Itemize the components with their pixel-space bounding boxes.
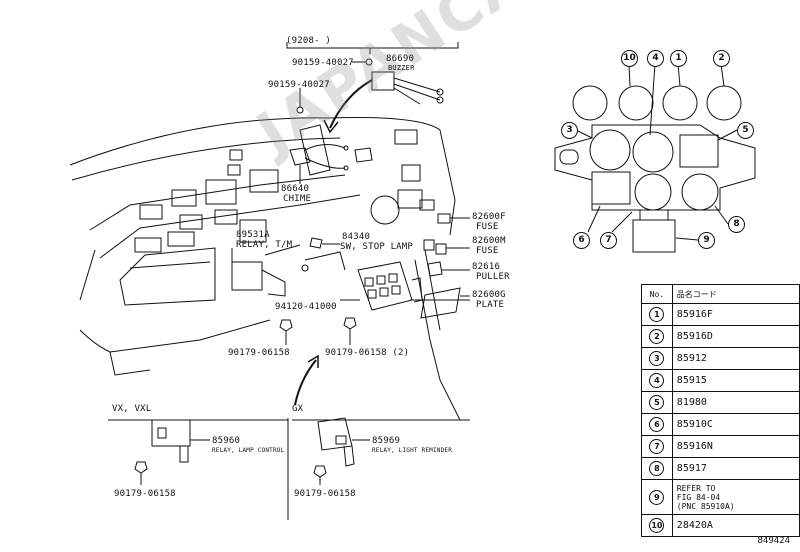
label-fuse-m-no: 82600M (472, 236, 506, 246)
row-code: 85912 (671, 347, 800, 370)
row-code: 85916F (671, 303, 800, 326)
screw-top (365, 58, 373, 66)
label-fuse-f-name: FUSE (476, 222, 499, 232)
row-number: 8 (649, 461, 665, 476)
callout-5: 5 (737, 122, 754, 139)
label-relay-tm-name: RELAY, T/M (236, 240, 293, 250)
callout-8: 8 (728, 216, 745, 233)
row-code: 81980 (671, 391, 800, 414)
table-row: 5 81980 (641, 391, 800, 414)
label-buzzer-name: BUZZER (388, 64, 415, 72)
row-number: 2 (649, 329, 665, 344)
callout-3: 3 (561, 122, 578, 139)
label-chime-no: 86640 (281, 184, 310, 194)
table-row: 9 REFER TO FIG 84-04 (PNC 85910A) (641, 479, 800, 515)
row-code: REFER TO FIG 84-04 (PNC 85910A) (671, 479, 800, 515)
table-row: 10 28420A (641, 514, 800, 537)
label-nut-right: 90179-06158 (2) (325, 348, 410, 358)
label-plate-no: 82600G (472, 290, 506, 300)
parts-table: No. 品名コード 1 85916F 2 85916D 3 85912 4 85… (641, 284, 800, 537)
nut-left (279, 319, 293, 332)
callout-1: 1 (670, 50, 687, 67)
table-row: 4 85915 (641, 369, 800, 392)
fuse-plate (420, 287, 461, 319)
relay-tm-part (231, 261, 286, 297)
label-stop-lamp-no: 84340 (342, 232, 371, 242)
instrument-panel-outline (69, 117, 461, 421)
row-code: 85916D (671, 325, 800, 348)
row-code: 28420A (671, 514, 800, 537)
row-code: 85910C (671, 413, 800, 436)
range-bracket (286, 42, 459, 49)
relay-light-reminder-part (317, 417, 355, 467)
label-nut-vx: 90179-06158 (114, 489, 176, 499)
nut-gx (313, 465, 327, 478)
nut-vx (134, 461, 148, 474)
label-buzzer-no: 86690 (386, 54, 415, 64)
row-code: 85916N (671, 435, 800, 458)
row-code: 85915 (671, 369, 800, 392)
table-row: 3 85912 (641, 347, 800, 370)
row-code: 85917 (671, 457, 800, 480)
row-number: 3 (649, 351, 665, 366)
callout-4: 4 (647, 50, 664, 67)
diagram-code: 849424 (757, 536, 790, 546)
label-variant-gx: GX (292, 404, 304, 414)
header-code: 品名コード (671, 284, 800, 304)
label-nut-center: 94120-41000 (275, 302, 337, 312)
label-relay-lamp-name: RELAY, LAMP CONTROL (212, 447, 285, 454)
row-number: 4 (649, 373, 665, 388)
fuse-puller (427, 261, 443, 277)
callout-10: 10 (621, 50, 638, 67)
row-number: 1 (649, 307, 665, 322)
fuse-block (357, 261, 423, 311)
buzzer-part (371, 71, 444, 105)
callout-9: 9 (698, 232, 715, 249)
table-row: 1 85916F (641, 303, 800, 326)
relay-block (554, 85, 756, 253)
callout-2: 2 (713, 50, 730, 67)
row-number: 7 (649, 439, 665, 454)
nut-right (343, 317, 357, 330)
label-nut-gx: 90179-06158 (294, 489, 356, 499)
row-number: 10 (649, 518, 665, 533)
callout-7: 7 (600, 232, 617, 249)
label-screw-top: 90159-40027 (292, 58, 354, 68)
label-plate-name: PLATE (476, 300, 505, 310)
table-row: 6 85910C (641, 413, 800, 436)
range-label: (9208- ) (286, 36, 331, 46)
label-puller-no: 82616 (472, 262, 501, 272)
relay-lamp-control-part (151, 419, 191, 463)
label-puller-name: PULLER (476, 272, 510, 282)
label-nut-left: 90179-06158 (228, 348, 290, 358)
label-screw-left: 90159-40027 (268, 80, 330, 90)
row-number: 6 (649, 417, 665, 432)
label-relay-light-no: 85969 (372, 436, 401, 446)
header-no: No. (641, 284, 673, 304)
label-relay-tm-no: 89531A (236, 230, 270, 240)
callout-6: 6 (573, 232, 590, 249)
row-number: 9 (649, 489, 665, 505)
label-relay-light-name: RELAY, LIGHT REMINDER (372, 447, 453, 454)
parts-table-header: No. 品名コード (641, 284, 800, 304)
screw-left (296, 106, 304, 114)
table-row: 7 85916N (641, 435, 800, 458)
label-chime-name: CHIME (283, 194, 312, 204)
label-variant-vx: VX, VXL (112, 404, 152, 414)
label-fuse-f-no: 82600F (472, 212, 506, 222)
label-fuse-m-name: FUSE (476, 246, 499, 256)
row-number: 5 (649, 395, 665, 410)
label-relay-lamp-no: 85960 (212, 436, 241, 446)
label-stop-lamp-name: SW, STOP LAMP (340, 242, 414, 252)
stop-lamp-switch (309, 237, 323, 249)
table-row: 2 85916D (641, 325, 800, 348)
table-row: 8 85917 (641, 457, 800, 480)
chime-part (289, 144, 349, 171)
